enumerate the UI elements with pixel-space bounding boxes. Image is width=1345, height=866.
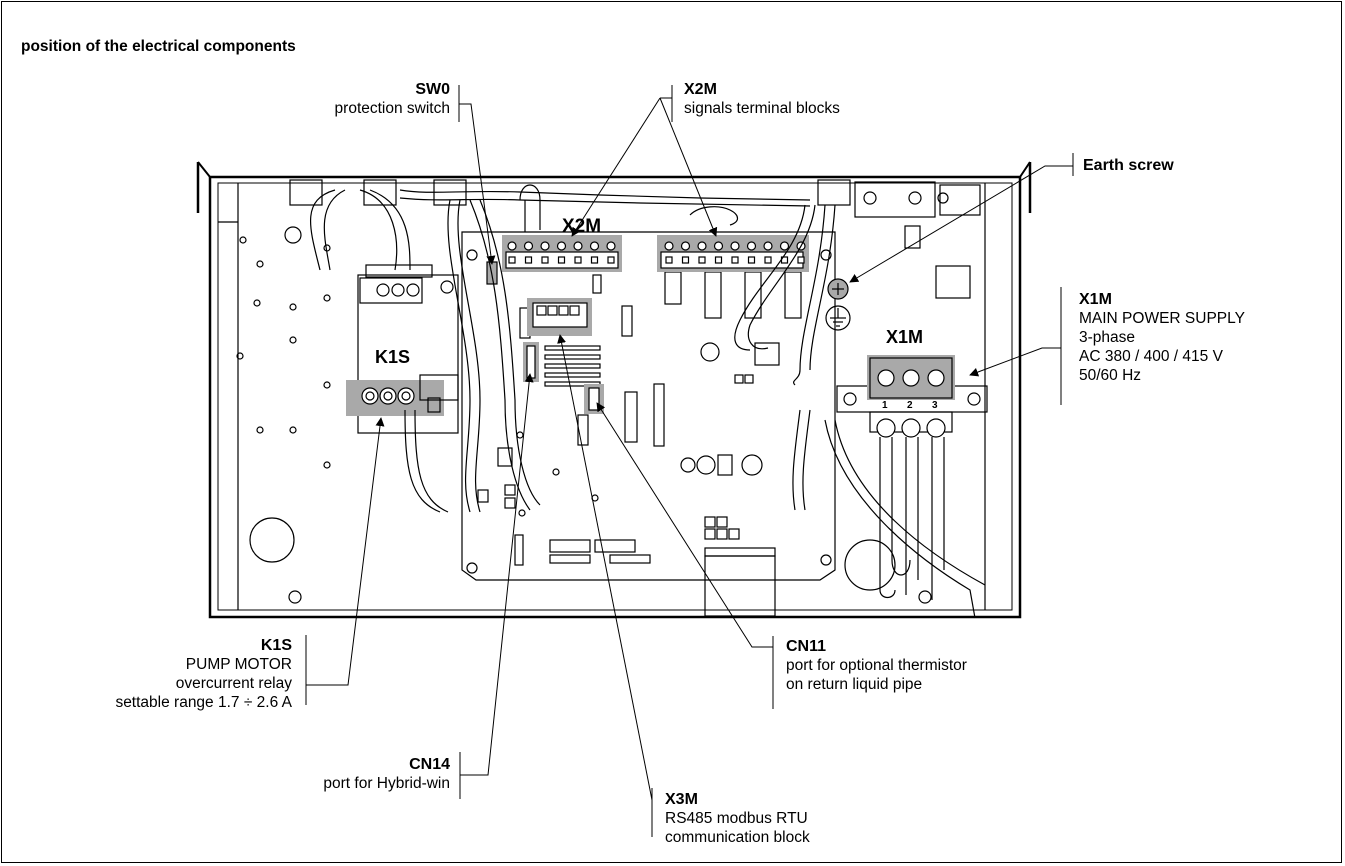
terminal-screw [523, 241, 534, 251]
terminal-slot [714, 256, 723, 264]
sw0-desc: protection switch [334, 100, 450, 117]
terminal-screw [697, 241, 707, 251]
x2m-code: X2M [684, 81, 717, 98]
callout-x2m: X2M signals terminal blocks [684, 80, 984, 118]
terminal-screw [763, 241, 773, 251]
terminal-slot [698, 256, 706, 264]
k1s-code: K1S [260, 637, 292, 654]
earth-screw-code: Earth screw [1083, 157, 1174, 174]
cn14-code: CN14 [409, 756, 450, 773]
cn11-desc-1: port for optional thermistor [786, 657, 967, 674]
x1m-terminal [824, 355, 988, 619]
enclosure [196, 161, 1032, 619]
internal-wiring [404, 199, 836, 513]
cn11-desc-2: on return liquid pipe [786, 676, 923, 693]
terminal-screw [680, 241, 691, 251]
terminal-slot [590, 256, 599, 264]
k1s-desc-3: settable range 1.7 ÷ 2.6 A [115, 694, 292, 711]
terminal-screw [589, 241, 600, 251]
x2m-terminal-blocks [502, 235, 809, 272]
callout-x1m: X1M MAIN POWER SUPPLY 3-phase AC 380 / 4… [1079, 290, 1329, 385]
terminal-screw [713, 241, 724, 251]
x2m-board-label: X2M [562, 216, 601, 237]
k1s-relay [346, 264, 459, 434]
terminal-slot [764, 256, 772, 264]
terminal-screw [573, 241, 583, 251]
x1m-desc-1: MAIN POWER SUPPLY [1079, 310, 1245, 327]
terminal-slot [557, 256, 566, 264]
x1m-desc-4: 50/60 Hz [1079, 367, 1142, 384]
terminal-screw [779, 241, 790, 251]
terminal-slot [747, 256, 756, 264]
callout-x3m: X3M RS485 modbus RTU communication block [665, 790, 925, 847]
top-wiring [289, 179, 981, 299]
callout-k1s: K1S PUMP MOTOR overcurrent relay settabl… [20, 636, 292, 712]
x3m-desc-2: communication block [665, 829, 810, 846]
terminal-screw [606, 241, 616, 251]
terminal-screw [730, 241, 740, 251]
callout-earth-screw: Earth screw [1083, 156, 1283, 175]
cn11-code: CN11 [786, 638, 827, 655]
callout-sw0: SW0 protection switch [220, 80, 450, 118]
x3m-desc-1: RS485 modbus RTU [665, 810, 808, 827]
x1m-board-label: X1M [886, 327, 923, 347]
page-title: position of the electrical components [21, 38, 296, 55]
pcb-board [461, 231, 836, 617]
cn14-connector [523, 342, 539, 382]
terminal-number-2: 2 [907, 400, 913, 411]
terminal-slot [665, 256, 673, 264]
earth-ground-icon [825, 305, 851, 331]
terminal-slot [731, 256, 739, 264]
x3m-code: X3M [665, 791, 698, 808]
sw0-code: SW0 [415, 81, 450, 98]
cn14-desc: port for Hybrid-win [323, 775, 450, 792]
terminal-screw [664, 241, 674, 251]
terminal-slot [524, 256, 533, 264]
leader-lines [305, 85, 1074, 837]
terminal-slot [681, 256, 690, 264]
terminal-slot [797, 256, 805, 264]
x3m-block [527, 298, 592, 336]
terminal-screw [507, 241, 517, 251]
x2m-desc: signals terminal blocks [684, 100, 840, 117]
terminal-slot [541, 256, 549, 264]
k1s-board-label: K1S [375, 347, 410, 367]
x1m-code: X1M [1079, 291, 1112, 308]
x1m-desc-2: 3-phase [1079, 329, 1136, 346]
callout-cn11: CN11 port for optional thermistor on ret… [786, 637, 1066, 694]
terminal-number-1: 1 [882, 400, 888, 411]
terminal-screw [540, 241, 550, 251]
earth-screw [825, 278, 851, 331]
terminal-slot [607, 256, 615, 264]
callout-cn14: CN14 port for Hybrid-win [200, 755, 450, 793]
terminal-screw [746, 241, 757, 251]
terminal-screw [556, 241, 567, 251]
terminal-slot [508, 256, 516, 264]
terminal-slot [574, 256, 582, 264]
x1m-desc-3: AC 380 / 400 / 415 V [1079, 348, 1223, 365]
k1s-desc-2: overcurrent relay [175, 675, 292, 692]
k1s-desc-1: PUMP MOTOR [185, 656, 292, 673]
terminal-number-3: 3 [932, 400, 938, 411]
